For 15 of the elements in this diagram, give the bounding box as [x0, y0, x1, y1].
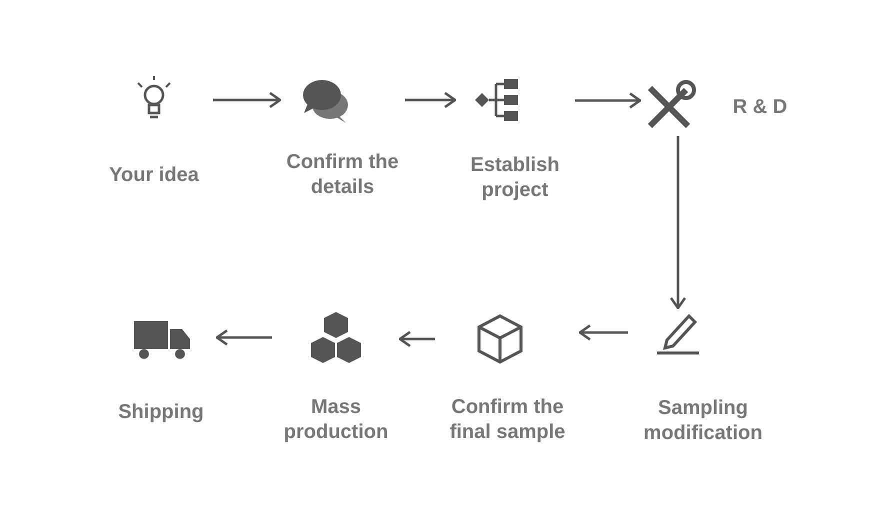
arrow — [216, 329, 272, 346]
arrow — [213, 92, 282, 108]
arrow — [575, 92, 642, 109]
step-label: Sampling modification — [642, 396, 764, 446]
arrow — [578, 324, 628, 341]
step-label: Your idea — [108, 163, 200, 188]
arrow — [405, 92, 456, 108]
step-label: Shipping — [117, 400, 205, 425]
step-label: Confirm the details — [285, 150, 400, 200]
step-label: Confirm the final sample — [448, 395, 566, 445]
arrow — [398, 330, 435, 348]
step-label: R & D — [732, 95, 788, 120]
step-label: Establish project — [470, 153, 560, 203]
arrow — [670, 136, 686, 310]
step-label: Mass production — [282, 395, 390, 445]
